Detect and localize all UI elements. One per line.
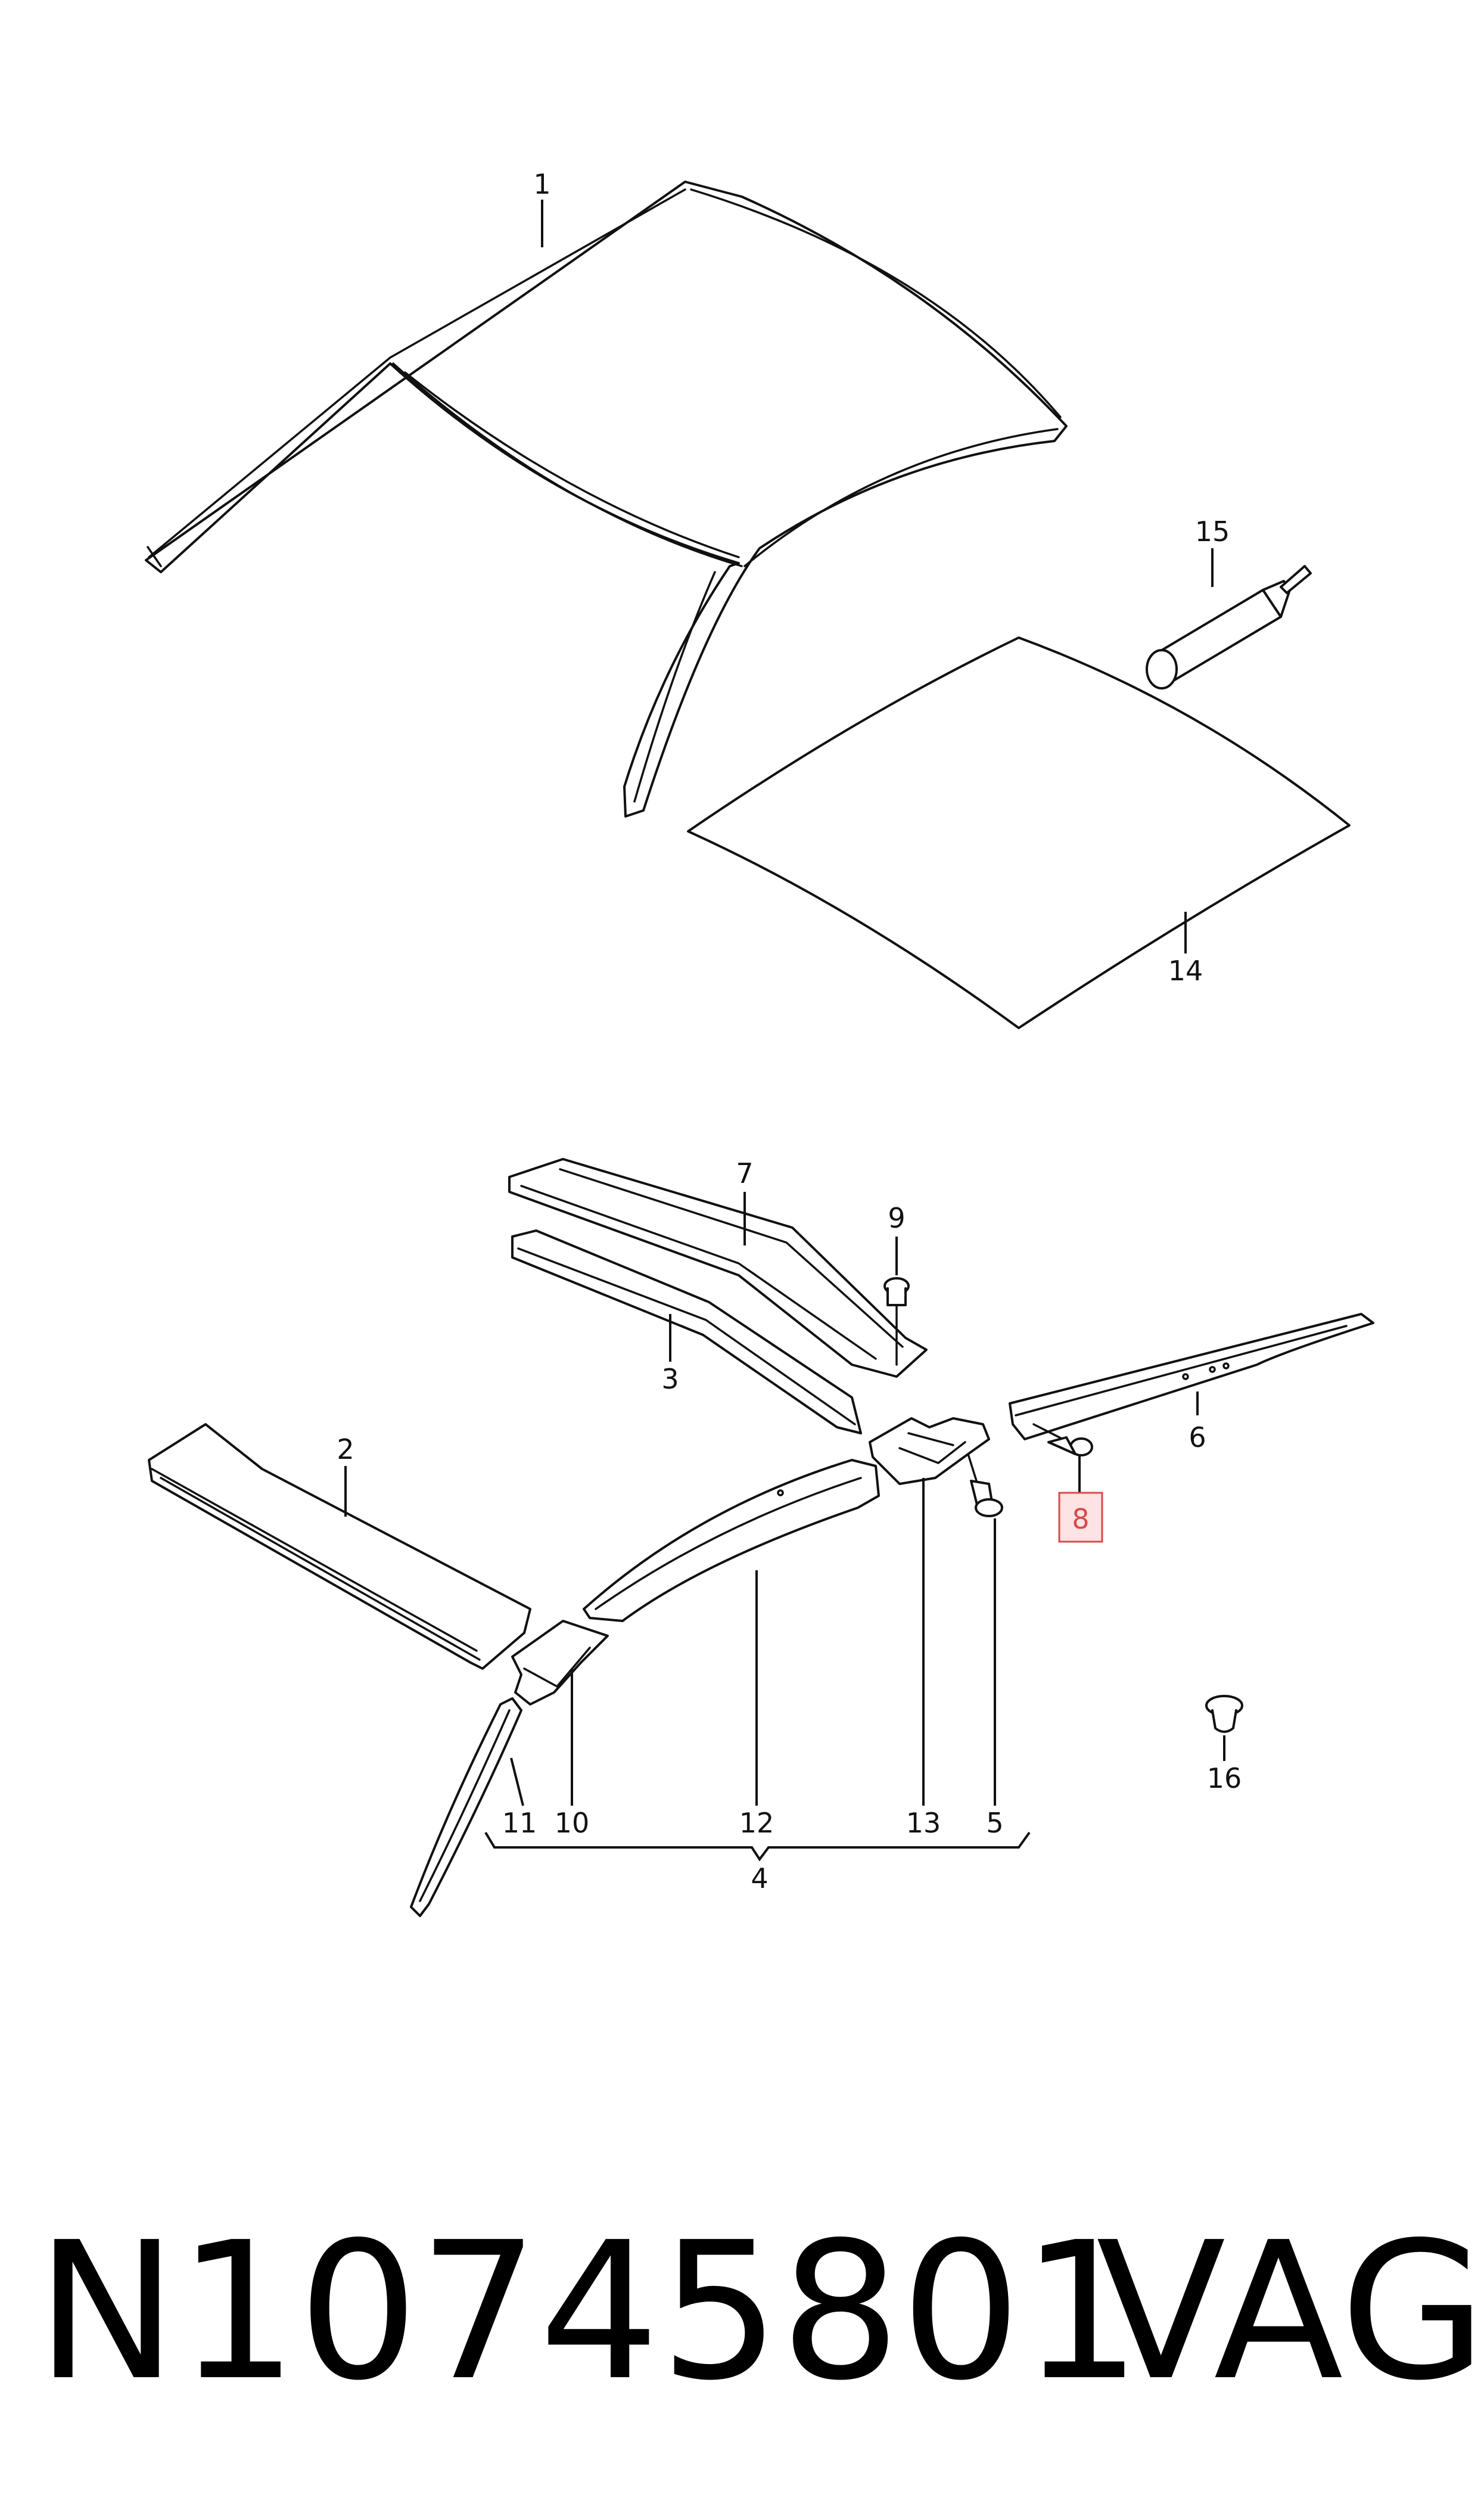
callout-1: 1 xyxy=(533,168,550,200)
cross-member-upper xyxy=(508,1158,928,1378)
callout-9: 9 xyxy=(888,1202,905,1234)
callout-13: 13 xyxy=(906,1807,941,1839)
roof-side-rail xyxy=(583,1459,880,1622)
brand-label: VAG xyxy=(1096,2201,1484,2422)
bolt-upper xyxy=(883,1277,910,1366)
callout-3: 3 xyxy=(661,1363,679,1395)
part-number: N10745801 xyxy=(36,2201,1142,2422)
callout-11: 11 xyxy=(502,1807,537,1839)
callout-6: 6 xyxy=(1189,1421,1206,1453)
bolt-lower xyxy=(967,1453,1003,1517)
callout-7: 7 xyxy=(736,1157,753,1189)
sealant-tube xyxy=(1146,565,1312,689)
corner-bracket xyxy=(511,1620,609,1706)
callout-14: 14 xyxy=(1168,955,1203,987)
pillar-section xyxy=(410,1697,522,1917)
cross-member-lower xyxy=(511,1229,862,1434)
side-rail-right xyxy=(1009,1313,1374,1440)
group-bracket xyxy=(484,1831,1031,1862)
callout-15: 15 xyxy=(1195,515,1230,548)
callout-16: 16 xyxy=(1207,1762,1242,1794)
plug-clip xyxy=(1205,1695,1243,1733)
callout-4: 4 xyxy=(751,1862,768,1894)
callout-5: 5 xyxy=(986,1807,1003,1839)
callout-8: 8 xyxy=(1072,1503,1089,1535)
callout-10: 10 xyxy=(555,1807,590,1839)
roof-frame xyxy=(145,181,1068,818)
bracket xyxy=(869,1417,990,1485)
bolt-highlighted xyxy=(1032,1423,1093,1456)
roof-panel xyxy=(687,636,1351,1029)
callout-2: 2 xyxy=(337,1433,354,1465)
front-cross-member xyxy=(148,1423,531,1670)
callout-12: 12 xyxy=(739,1807,774,1839)
callout-8-highlight-box xyxy=(1058,1492,1103,1543)
